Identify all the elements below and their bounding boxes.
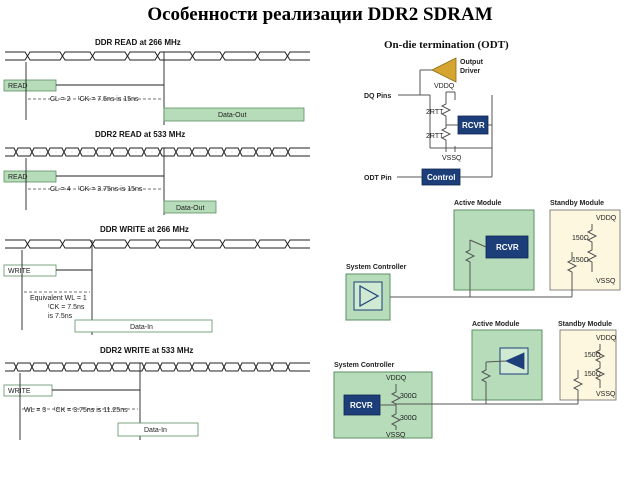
ddr2-write-cmd: WRITE (8, 388, 31, 395)
read-driver-icon (359, 284, 380, 308)
write-vssq2: VSSQ (596, 391, 616, 398)
odt-pin-label: ODT Pin (364, 175, 392, 182)
write-config-diagram: Active Module Standby Module VDDQ 150Ω 1… (333, 321, 617, 439)
ddr2-read-cmd-box (3, 170, 57, 183)
ddr2-read-cl: CL = 4 (50, 186, 71, 193)
ddr2-write-heading: DDR2 WRITE at 533 MHz (100, 346, 193, 355)
read-150a: 150Ω (572, 235, 589, 242)
odt-rtt-1: 2RTT (426, 109, 444, 116)
ddr-write-cmd-box (3, 264, 57, 277)
write-active-label: Active Module (472, 321, 520, 328)
write-rcvr: RCVR (350, 401, 373, 410)
read-config-diagram: Active Module RCVR Standby Module VDDQ 1… (345, 200, 621, 321)
ddr-write-data: Data-In (130, 324, 153, 331)
write-system-label: System Controller (334, 362, 395, 369)
write-150b: 150Ω (584, 371, 601, 378)
ddr2-write-cmd-box (3, 384, 53, 397)
ddr-write-cmd: WRITE (8, 268, 31, 275)
ddr-write-wl2: ᵗCK = 7.5ns (48, 304, 85, 311)
ddr2-read-tck: ᵗCK = 3.75ns is 15ns (78, 186, 143, 193)
output-driver-label-1: Output (460, 59, 484, 66)
ddr2-write-tck: ᵗCK = 3.75ns is 11.25ns (54, 407, 128, 414)
read-active-label: Active Module (454, 200, 502, 207)
ddr2-read-diagram: DDR2 READ at 533 MHz READ CL = 4 ᵗCK = 3… (3, 130, 310, 215)
ddr-write-heading: DDR WRITE at 266 MHz (100, 225, 189, 234)
read-150b: 150Ω (572, 257, 589, 264)
ddr-read-cl: CL = 2 (50, 96, 71, 103)
odt-control: Control (427, 173, 455, 182)
ddr2-read-data-box (163, 200, 217, 214)
ddr-write-wl3: is 7.5ns (48, 313, 73, 320)
ddr2-read-cmd: READ (8, 174, 27, 181)
read-system-label: System Controller (346, 264, 407, 271)
write-vddq2: VDDQ (596, 335, 617, 342)
read-standby-module (549, 209, 621, 291)
read-vddq: VDDQ (596, 215, 617, 222)
write-300a: 300Ω (400, 393, 417, 400)
ddr-read-diagram: DDR READ at 266 MHz READ CL = 2 ᵗCK = 7.… (3, 38, 310, 125)
write-driver-icon (505, 352, 525, 370)
write-300b: 300Ω (400, 415, 417, 422)
read-standby-label: Standby Module (550, 200, 604, 207)
ddr-read-cmd: READ (8, 83, 27, 90)
ddr2-write-data-box (117, 422, 199, 437)
write-vssq: VSSQ (386, 432, 406, 439)
write-standby-module (559, 329, 617, 401)
odt-heading: On-die termination (ODT) (384, 39, 509, 51)
ddr2-write-diagram: DDR2 WRITE at 533 MHz WRITE WL = 3 ᵗCK =… (3, 346, 310, 440)
write-vddq: VDDQ (386, 375, 407, 382)
read-vssq: VSSQ (596, 278, 616, 285)
dq-pins-label: DQ Pins (364, 93, 391, 100)
read-rcvr: RCVR (496, 243, 519, 252)
ddr-read-data-box (163, 107, 305, 122)
ddr-read-tck: ᵗCK = 7.5ns is 15ns (78, 96, 139, 103)
ddr-read-data: Data-Out (218, 112, 246, 119)
ddr-write-data-box (74, 319, 213, 333)
ddr-write-diagram: DDR WRITE at 266 MHz WRITE Equivalent WL… (3, 225, 310, 335)
odt-rtt-2: 2RTT (426, 133, 444, 140)
ddr-read-heading: DDR READ at 266 MHz (95, 38, 181, 47)
ddr-write-wl1: Equivalent WL = 1 (30, 295, 87, 302)
write-standby-label: Standby Module (558, 321, 612, 328)
odt-rcvr: RCVR (462, 121, 485, 130)
page-title: Особенности реализации DDR2 SDRAM (147, 4, 493, 25)
ddr-read-cmd-box (3, 79, 57, 92)
odt-vddq: VDDQ (434, 83, 455, 90)
ddr2-read-data: Data-Out (176, 205, 204, 212)
ddr2-read-heading: DDR2 READ at 533 MHz (95, 130, 185, 139)
write-150a: 150Ω (584, 352, 601, 359)
odt-vssq: VSSQ (442, 155, 462, 162)
ddr2-write-wl: WL = 3 (24, 407, 46, 414)
output-driver-label-2: Driver (460, 68, 481, 75)
odt-diagram: On-die termination (ODT) Output Driver D… (364, 39, 509, 186)
ddr2-write-data: Data-In (144, 427, 167, 434)
output-driver-icon (431, 57, 457, 83)
